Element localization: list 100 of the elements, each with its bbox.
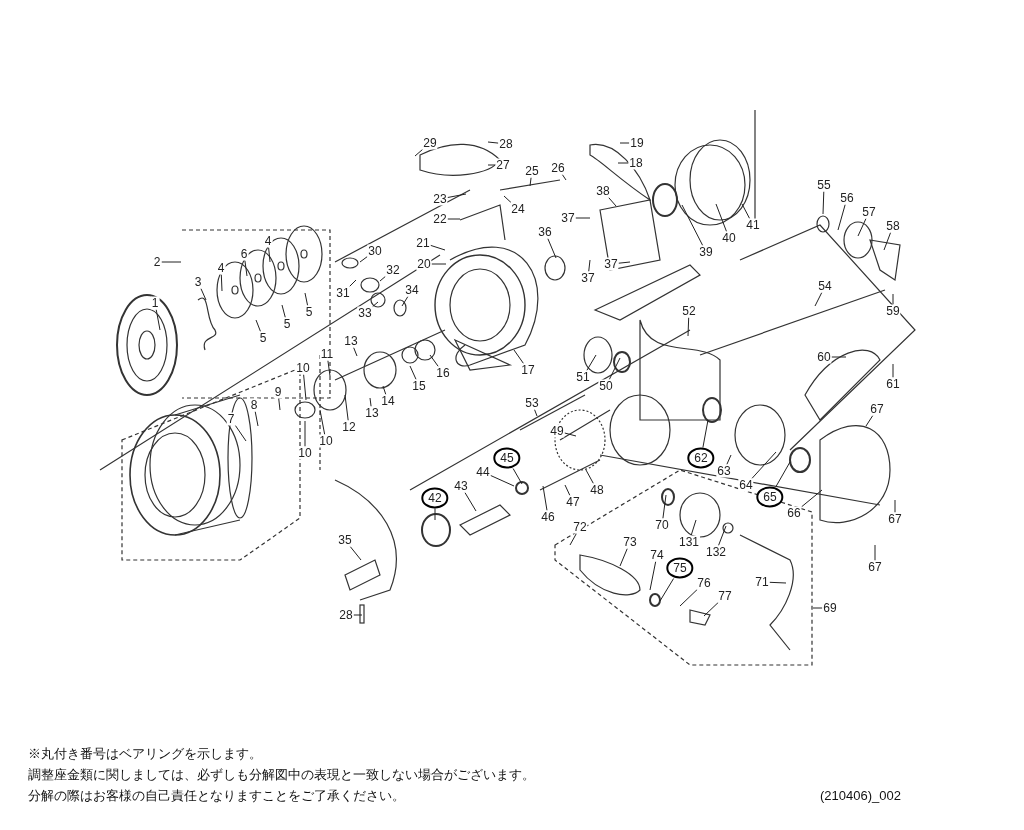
callout-number: 29 bbox=[422, 136, 438, 150]
leader-line bbox=[409, 365, 417, 380]
callout-number: 28 bbox=[338, 608, 354, 622]
leader-line bbox=[649, 561, 657, 591]
leader-line bbox=[414, 149, 423, 157]
leader-line bbox=[327, 360, 331, 377]
leader-line bbox=[585, 469, 594, 484]
circled-callout-number: 45 bbox=[493, 447, 521, 469]
callout-number: 17 bbox=[520, 363, 536, 377]
leader-line bbox=[726, 454, 732, 465]
leader-line bbox=[837, 204, 846, 231]
callout-number: 5 bbox=[258, 331, 268, 345]
callout-number: 32 bbox=[385, 263, 401, 277]
leader-line bbox=[487, 141, 499, 144]
leader-line bbox=[487, 164, 496, 166]
leader-line bbox=[447, 193, 467, 198]
leader-line bbox=[303, 374, 307, 401]
callout-number: 76 bbox=[696, 576, 712, 590]
leader-line bbox=[741, 203, 751, 219]
callout-number: 9 bbox=[273, 385, 283, 399]
callout-number: 26 bbox=[550, 161, 566, 175]
leader-line bbox=[703, 602, 719, 617]
callout-number: 19 bbox=[629, 136, 645, 150]
leader-line bbox=[255, 319, 261, 332]
callout-number: 34 bbox=[404, 283, 420, 297]
leader-line bbox=[892, 363, 894, 378]
callout-number: 37 bbox=[603, 257, 619, 271]
callout-number: 10 bbox=[318, 434, 334, 448]
leader-line bbox=[447, 218, 461, 220]
leader-line bbox=[586, 354, 597, 371]
leader-line bbox=[681, 204, 704, 246]
callout-number: 24 bbox=[510, 202, 526, 216]
leader-line bbox=[464, 492, 477, 512]
callout-number: 35 bbox=[337, 533, 353, 547]
leader-line bbox=[349, 546, 362, 561]
callout-number: 52 bbox=[681, 304, 697, 318]
leader-line bbox=[160, 261, 182, 263]
leader-line bbox=[349, 279, 357, 287]
leader-line bbox=[353, 614, 363, 616]
callout-number: 48 bbox=[589, 483, 605, 497]
callout-number: 69 bbox=[822, 601, 838, 615]
leader-line bbox=[619, 142, 630, 144]
callout-number: 38 bbox=[595, 184, 611, 198]
callout-number: 41 bbox=[745, 218, 761, 232]
callout-number: 31 bbox=[335, 286, 351, 300]
leader-line bbox=[718, 525, 727, 546]
leader-line bbox=[431, 263, 447, 265]
leader-line bbox=[812, 607, 823, 609]
leader-line bbox=[304, 420, 306, 447]
callout-number: 53 bbox=[524, 396, 540, 410]
callout-number: 70 bbox=[654, 518, 670, 532]
leader-line bbox=[569, 533, 577, 546]
leader-line bbox=[769, 581, 787, 584]
callout-number: 10 bbox=[297, 446, 313, 460]
leader-line bbox=[874, 544, 876, 561]
callout-number: 56 bbox=[839, 191, 855, 205]
leader-line bbox=[690, 519, 697, 536]
callout-number: 28 bbox=[498, 137, 514, 151]
leader-line bbox=[268, 247, 271, 263]
leader-line bbox=[372, 301, 379, 307]
leader-line bbox=[344, 394, 349, 421]
callout-number: 36 bbox=[537, 225, 553, 239]
callout-number: 4 bbox=[263, 234, 273, 248]
callout-number: 64 bbox=[738, 478, 754, 492]
leader-line bbox=[319, 409, 326, 435]
leader-line bbox=[353, 347, 358, 357]
callout-number: 59 bbox=[885, 304, 901, 318]
leader-line bbox=[369, 397, 372, 407]
leader-line bbox=[281, 304, 286, 318]
leader-line bbox=[512, 468, 523, 485]
leader-line bbox=[801, 489, 823, 508]
leader-line bbox=[659, 578, 675, 602]
leader-line bbox=[564, 432, 577, 437]
callout-number: 132 bbox=[705, 545, 727, 559]
callout-number: 2 bbox=[152, 255, 162, 269]
leader-line bbox=[687, 317, 690, 337]
callout-number: 43 bbox=[453, 479, 469, 493]
leader-line bbox=[822, 191, 825, 215]
leader-line bbox=[244, 260, 248, 277]
leader-line bbox=[865, 415, 874, 427]
callout-number: 18 bbox=[628, 156, 644, 170]
callout-number: 67 bbox=[867, 560, 883, 574]
callout-number: 25 bbox=[524, 164, 540, 178]
leader-line bbox=[751, 451, 777, 479]
leader-line bbox=[200, 288, 207, 301]
circled-callout-number: 65 bbox=[756, 486, 784, 508]
callout-number: 6 bbox=[239, 247, 249, 261]
leader-line bbox=[617, 162, 629, 164]
leader-line bbox=[892, 293, 894, 305]
callout-number: 131 bbox=[678, 535, 700, 549]
leader-line bbox=[359, 256, 368, 263]
leader-line bbox=[379, 276, 386, 282]
note-text: 分解の際はお客様の自己責任となりますことをご了承ください。 bbox=[28, 787, 405, 805]
leader-line bbox=[278, 398, 281, 411]
callout-number: 67 bbox=[887, 512, 903, 526]
leader-line bbox=[561, 174, 567, 181]
callout-number: 74 bbox=[649, 548, 665, 562]
callout-number: 27 bbox=[495, 158, 511, 172]
callout-number: 51 bbox=[575, 370, 591, 384]
leader-line bbox=[234, 424, 247, 442]
